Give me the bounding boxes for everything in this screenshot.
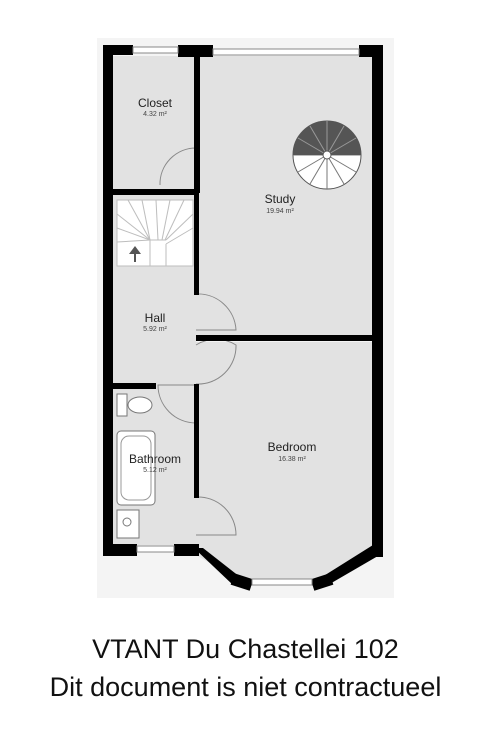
bathroom-fixtures xyxy=(116,393,156,539)
closet-floor xyxy=(111,56,196,191)
bedroom-name: Bedroom xyxy=(268,440,317,454)
wall-bath-bedroom xyxy=(194,384,199,498)
wall-bottom-mid xyxy=(174,544,199,556)
wall-bay-right xyxy=(322,545,383,585)
bedroom-door-2 xyxy=(195,496,237,536)
wall-closet-study xyxy=(194,45,200,193)
wall-closet-bottom xyxy=(111,189,196,195)
study-door xyxy=(195,293,237,331)
closet-name: Closet xyxy=(138,96,173,110)
wall-top-left xyxy=(103,45,133,55)
hall-area: 5.92 m² xyxy=(143,326,167,333)
window-closet xyxy=(132,46,179,54)
hall-name: Hall xyxy=(145,311,166,325)
wall-hall-bath xyxy=(111,383,156,389)
bathroom-door xyxy=(157,384,197,424)
wall-bay-left xyxy=(194,548,240,585)
stair-arrow-icon xyxy=(129,246,141,262)
caption-line-1: VTANT Du Chastellei 102 xyxy=(92,634,399,664)
window-bathroom xyxy=(136,545,175,553)
toilet-icon xyxy=(116,393,128,417)
room-labels: Closet 4.32 m² Study 19.94 m² Hall 5.92 … xyxy=(129,96,316,474)
bedroom-floor xyxy=(196,342,373,582)
wall-left xyxy=(103,45,113,555)
wall-bottom-left xyxy=(103,544,137,556)
floor-plan: Closet 4.32 m² Study 19.94 m² Hall 5.92 … xyxy=(97,38,394,598)
closet-door xyxy=(159,147,197,186)
study-area: 19.94 m² xyxy=(266,208,294,215)
walls xyxy=(103,45,383,591)
window-study xyxy=(212,48,360,56)
window-bay-front xyxy=(251,578,313,586)
study-floor xyxy=(196,56,373,338)
bathroom-name: Bathroom xyxy=(129,452,181,466)
study-name: Study xyxy=(265,192,296,206)
wall-hall-study xyxy=(194,185,199,295)
wall-study-bedroom xyxy=(196,335,373,341)
closet-area: 4.32 m² xyxy=(143,111,167,118)
wall-right xyxy=(372,45,383,557)
staircase xyxy=(116,199,194,267)
bathroom-area: 5.12 m² xyxy=(143,467,167,474)
bedroom-area: 16.38 m² xyxy=(278,456,306,463)
spiral-staircase xyxy=(292,120,362,190)
windows xyxy=(132,46,360,586)
caption-line-2: Dit document is niet contractueel xyxy=(49,672,442,702)
wall-bay-corner-left xyxy=(230,573,254,591)
